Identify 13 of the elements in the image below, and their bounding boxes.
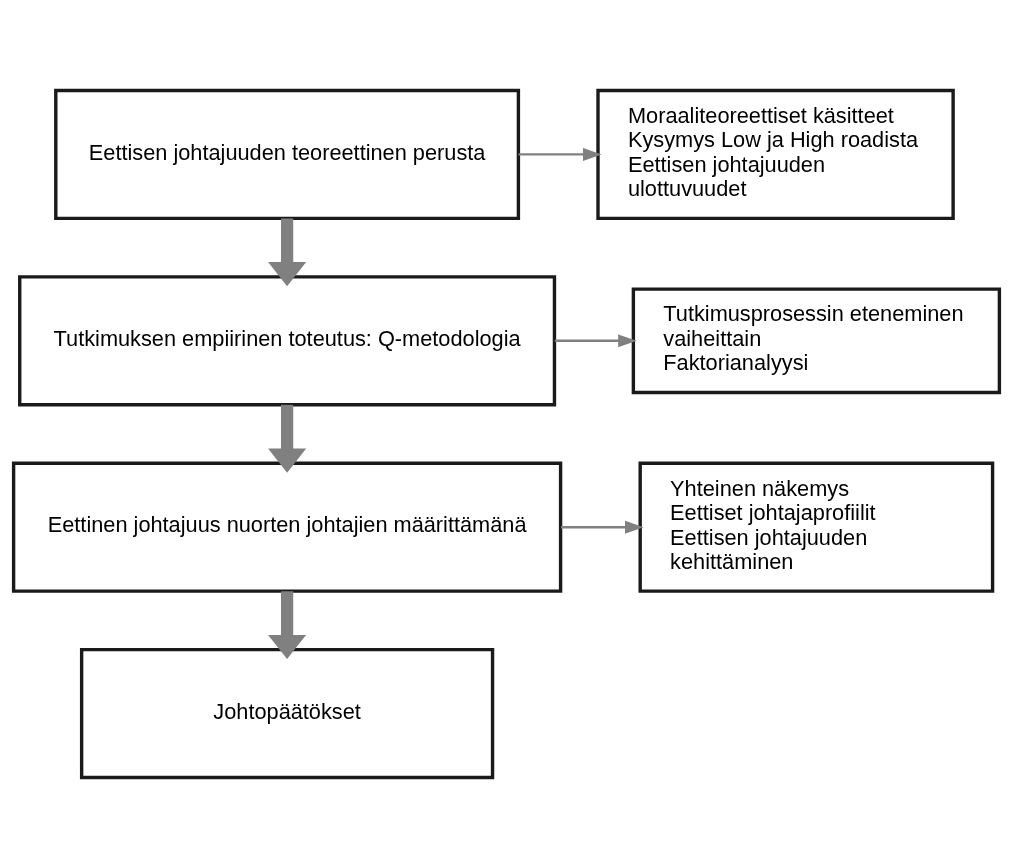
- node-box: Eettisen johtajuuden teoreettinen perusta: [54, 88, 521, 221]
- node-box: Moraaliteoreettiset käsitteet Kysymys Low ja High roadista Eettisen johtajuuden ulottuvuudet: [596, 88, 955, 221]
- arrow: [268, 591, 307, 660]
- arrow: [554, 334, 637, 348]
- node-box: Tutkimuksen empiirinen toteutus: Q-metodologia: [18, 275, 557, 407]
- node-box: Tutkimusprosessin eteneminen vaiheittain Faktorianalyysi: [631, 287, 1002, 395]
- arrow: [268, 218, 307, 287]
- arrow: [561, 520, 644, 534]
- arrow: [268, 404, 307, 473]
- node-box: Eettinen johtajuus nuorten johtajien määrittämänä: [11, 461, 563, 593]
- arrow: [518, 147, 602, 161]
- node-box: Johtopäätökset: [79, 647, 495, 780]
- node-box: Yhteinen näkemys Eettiset johtajaprofiilit Eettisen johtajuuden kehittäminen: [638, 461, 995, 593]
